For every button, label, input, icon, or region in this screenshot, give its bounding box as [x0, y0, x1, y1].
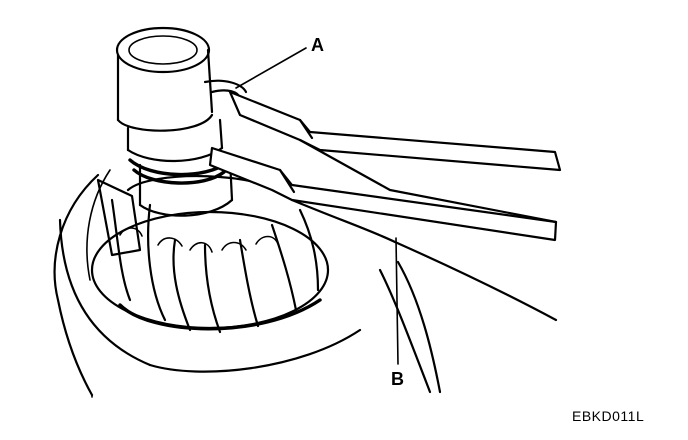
leader-line-a: [235, 47, 307, 89]
callout-a-label: A: [311, 35, 324, 55]
snap-ring-pliers: [208, 90, 562, 322]
figure-code: EBKD011L: [572, 408, 645, 424]
leader-lines: [235, 47, 399, 365]
starter-housing: [53, 169, 442, 398]
leader-line-b: [395, 237, 399, 365]
armature-shaft: [115, 26, 234, 217]
callout-b-label: B: [391, 369, 404, 389]
